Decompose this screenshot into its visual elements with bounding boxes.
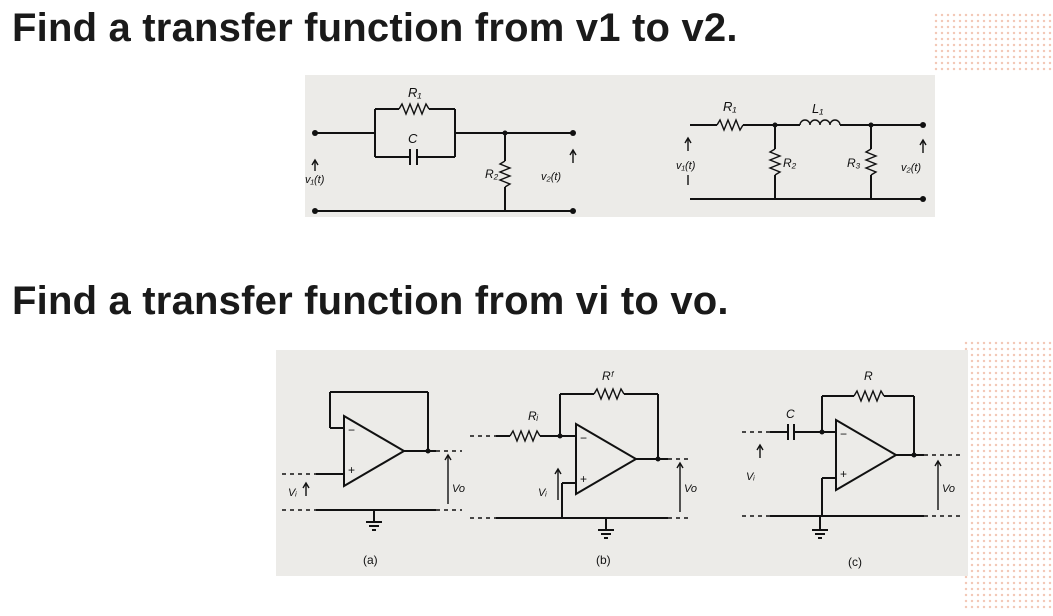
opamp-b-ri-resistor <box>509 429 541 443</box>
decorative-dot-pattern-bottom <box>963 340 1053 610</box>
opamp-a-minus: − <box>348 423 355 437</box>
opamp-a-vi-label: Vᵢ <box>288 487 297 499</box>
opamp-c-amplifier <box>835 418 898 492</box>
circuit-b-v2-label: v₂(t) <box>901 162 921 174</box>
opamp-c-r-resistor <box>853 389 885 403</box>
opamp-b-output-node <box>655 456 661 462</box>
circuit-b-v2-arrowhead <box>919 138 927 146</box>
circuit-a-v2-label: v₂(t) <box>541 171 561 183</box>
circuit-a-c-label: C <box>408 131 418 146</box>
circuit-b-r1-label: R₁ <box>723 99 737 114</box>
circuit-a-output-terminal-top <box>570 130 576 136</box>
opamp-c-plus: + <box>840 467 847 481</box>
passive-circuits-figure: R₁ C R₂ v₁(t) v₂(t) <box>305 75 935 217</box>
circuit-b-v1-label: v₁(t) <box>676 160 696 172</box>
circuit-a-r2-resistor <box>498 160 512 188</box>
opamp-c-vi-label: Vᵢ <box>746 471 755 483</box>
circuit-b-output-terminal-top <box>920 122 926 128</box>
circuit-a-r1-label: R₁ <box>408 85 422 100</box>
heading-vi-to-vo: Find a transfer function from vi to vo. <box>12 279 729 323</box>
opamp-a-caption: (a) <box>363 553 378 567</box>
opamp-c-caption: (c) <box>848 555 862 569</box>
circuit-b-l1-label: L₁ <box>812 101 823 116</box>
circuit-b-output-terminal-bottom <box>920 196 926 202</box>
circuit-b-r1-resistor <box>716 118 744 132</box>
opamp-a-circuit: − + Vᵢ Vo <box>282 391 465 567</box>
circuit-b-r3-label: R₃ <box>847 156 861 170</box>
circuit-a-v1-label: v₁(t) <box>305 174 325 186</box>
opamp-b-circuit: − + <box>470 369 697 567</box>
circuit-a-output-terminal-bottom <box>570 208 576 214</box>
opamp-b-ri-label: Rᵢ <box>528 409 539 423</box>
opamp-b-rf-label: Rᶠ <box>602 369 615 383</box>
circuit-b: R₁ L₁ R₂ R₃ v₁(t) v₂(t) <box>676 99 927 202</box>
passive-circuits-diagram: R₁ C R₂ v₁(t) v₂(t) <box>305 85 927 214</box>
opamp-b-caption: (b) <box>596 553 611 567</box>
circuit-a-input-terminal-bottom <box>312 208 318 214</box>
circuit-a-input-terminal-top <box>312 130 318 136</box>
opamp-b-vo-arrowhead <box>676 461 684 469</box>
circuit-b-l1-inductor <box>799 119 841 126</box>
opamp-c-minus: − <box>840 427 847 441</box>
decorative-dot-pattern-top <box>933 12 1053 72</box>
opamp-circuits-figure: − + Vᵢ Vo <box>276 350 968 576</box>
circuit-b-r2-label: R₂ <box>783 156 797 170</box>
opamp-c-vo-arrowhead <box>934 459 942 467</box>
opamp-c-r-label: R <box>864 369 873 383</box>
opamp-b-vo-label: Vo <box>684 483 697 495</box>
opamp-c-circuit: − + <box>742 369 964 569</box>
circuit-a-v2-arrowhead <box>569 148 577 156</box>
opamp-a-plus: + <box>348 463 355 477</box>
opamp-b-vi-label: Vᵢ <box>538 487 547 499</box>
opamp-b-plus: + <box>580 472 587 486</box>
circuit-a-r1-resistor <box>398 102 430 116</box>
circuit-b-r3-resistor <box>864 148 878 176</box>
circuit-b-r2-resistor <box>768 148 782 176</box>
opamp-a-output-node <box>425 448 431 454</box>
heading-v1-to-v2: Find a transfer function from v1 to v2. <box>12 6 738 50</box>
opamp-b-vi-arrowhead <box>554 467 562 475</box>
opamp-c-vo-label: Vo <box>942 483 955 495</box>
opamp-c-c-label: C <box>786 407 795 421</box>
circuit-a: R₁ C R₂ v₁(t) v₂(t) <box>305 85 577 214</box>
circuit-a-r2-label: R₂ <box>485 167 499 181</box>
opamp-circuits-diagram: − + Vᵢ Vo <box>282 369 964 569</box>
opamp-b-rf-resistor <box>593 387 625 401</box>
opamp-b-minus: − <box>580 431 587 445</box>
opamp-a-vo-arrowhead <box>444 453 452 461</box>
opamp-c-output-node <box>911 452 917 458</box>
opamp-c-vi-arrowhead <box>756 443 764 451</box>
circuit-b-v1-arrowhead <box>684 136 692 144</box>
opamp-a-vo-label: Vo <box>452 483 465 495</box>
opamp-a-amplifier <box>343 414 406 488</box>
opamp-b-amplifier <box>575 422 638 496</box>
circuit-a-v1-arrowhead <box>311 158 319 166</box>
opamp-a-vi-arrowhead <box>302 481 310 489</box>
